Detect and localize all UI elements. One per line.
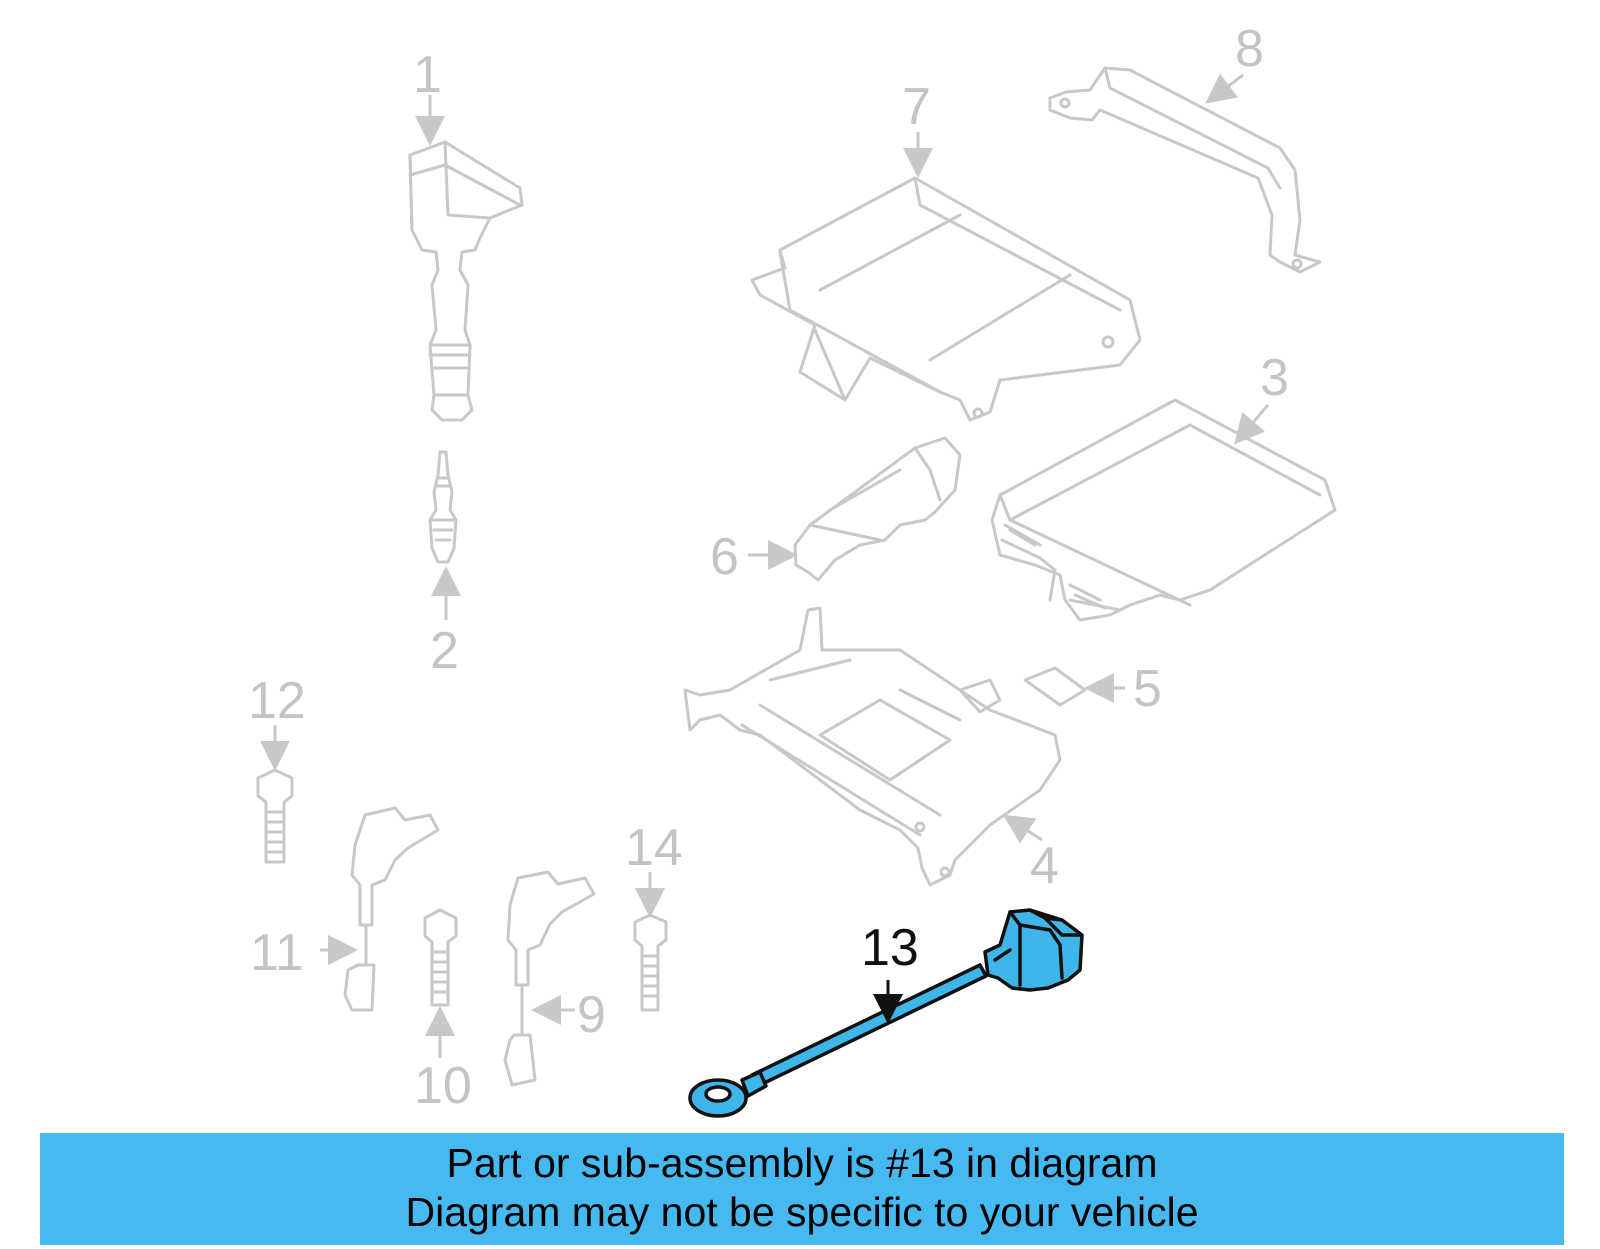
ecu-module-part-3 xyxy=(990,398,1337,622)
bolt-part-10 xyxy=(423,908,458,1007)
module-part-6 xyxy=(793,436,962,582)
callout-7: 7 xyxy=(902,78,931,136)
callout-9: 9 xyxy=(577,986,606,1044)
bracket-part-8 xyxy=(1048,66,1322,274)
ignition-coil-part-1 xyxy=(408,140,524,422)
ecu-cover-part-7 xyxy=(750,176,1142,422)
banner-line-part-reference: Part or sub-assembly is #13 in diagram xyxy=(446,1140,1158,1186)
callout-14: 14 xyxy=(625,819,683,877)
callout-1: 1 xyxy=(413,46,442,104)
callout-10: 10 xyxy=(414,1057,472,1115)
knock-sensor-part-13 xyxy=(688,908,1084,1118)
callout-11: 11 xyxy=(250,924,304,982)
info-banner: Part or sub-assembly is #13 in diagram D… xyxy=(40,1133,1564,1245)
callout-5: 5 xyxy=(1133,660,1162,718)
callout-4: 4 xyxy=(1030,837,1059,895)
arrow-3 xyxy=(1234,404,1270,445)
callout-8: 8 xyxy=(1235,20,1264,78)
sensor-part-11 xyxy=(343,806,440,1012)
callout-6: 6 xyxy=(710,528,739,586)
callout-13: 13 xyxy=(861,919,919,977)
spark-plug-part-2 xyxy=(428,450,458,564)
bolt-part-12 xyxy=(256,768,294,864)
sensor-part-9 xyxy=(503,870,596,1087)
callout-12: 12 xyxy=(248,672,306,730)
banner-line-disclaimer: Diagram may not be specific to your vehi… xyxy=(405,1189,1199,1235)
arrow-4 xyxy=(1002,814,1043,844)
callout-3: 3 xyxy=(1260,349,1289,407)
tray-part-4 xyxy=(683,606,1062,887)
arrow-8 xyxy=(1205,73,1244,104)
callout-2: 2 xyxy=(430,622,459,680)
bolt-part-14 xyxy=(633,913,668,1012)
pad-part-5 xyxy=(1023,666,1087,707)
